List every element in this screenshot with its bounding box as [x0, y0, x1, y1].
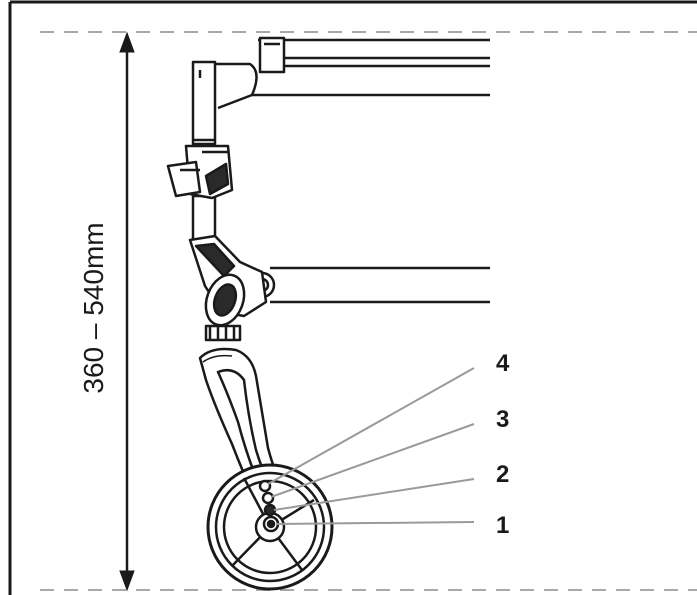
axle-hole-2: [263, 503, 277, 517]
footrest-clamp: [166, 144, 234, 200]
arrow-head-down: [119, 570, 135, 592]
leader-line-3: [270, 423, 475, 498]
arrow-head-up: [119, 31, 135, 53]
reference-lines: [40, 31, 697, 591]
wheelchair-frame: [166, 36, 490, 591]
leader-line-2: [273, 478, 475, 511]
page-border: [8, 0, 697, 595]
dimension-arrow: [119, 31, 135, 592]
lower-frame-tubes: [248, 266, 490, 304]
front-post: [191, 60, 217, 242]
upper-frame-tubes: [214, 36, 490, 110]
dimension-label: 360 – 540mm: [78, 222, 109, 393]
leader-line-4: [267, 367, 475, 485]
axle-holes: [258, 479, 280, 533]
leader-lines: [267, 367, 475, 525]
axle-hole-4: [258, 479, 272, 493]
caster-housing: [188, 234, 268, 342]
callout-4: 4: [496, 350, 510, 377]
axle-hole-3: [261, 491, 275, 505]
callout-1: 1: [496, 512, 509, 539]
leader-line-1: [275, 521, 475, 525]
callout-2: 2: [496, 461, 509, 488]
callout-3: 3: [496, 406, 509, 433]
